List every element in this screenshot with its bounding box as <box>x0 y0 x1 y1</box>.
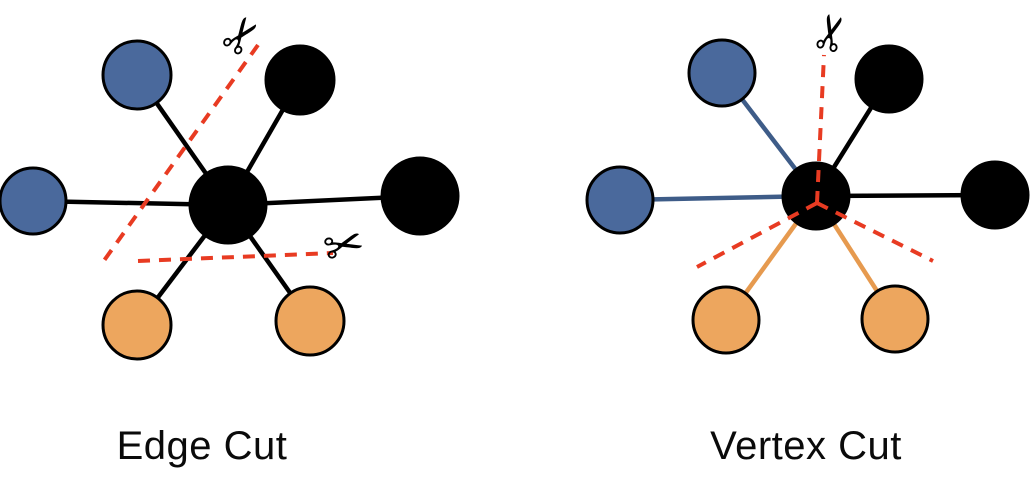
edge-cut-diagram: ✂✂ <box>0 3 460 361</box>
vertex-cut-cut-line-2 <box>816 201 934 263</box>
scissors-icon: ✂ <box>800 6 865 59</box>
vertex-cut-cut-line-0 <box>815 54 826 204</box>
edge-cut-node-center <box>188 165 268 245</box>
vertex-cut-node-orange-bottom-right <box>860 284 930 354</box>
vertex-cut-node-black-right <box>960 160 1030 230</box>
scissors-icon: ✂ <box>317 214 370 279</box>
edge-cut-cut-line-0 <box>101 43 260 264</box>
edge-cut-node-blue-top-left <box>101 39 173 111</box>
edge-cut-node-orange-bottom-right <box>274 285 346 357</box>
scissors-icon: ✂ <box>208 3 277 68</box>
edge-cut-node-blue-left <box>0 166 68 236</box>
vertex-cut-cut-line-1 <box>696 201 818 269</box>
vertex-cut-node-blue-top-left <box>687 38 757 108</box>
vertex-cut-node-blue-left <box>585 165 655 235</box>
edge-cut-label: Edge Cut <box>116 424 288 468</box>
edge-cut-node-black-top-right <box>264 44 336 116</box>
edge-cut-node-orange-bottom-left <box>101 289 173 361</box>
edge-cut-node-black-right <box>380 156 460 236</box>
vertex-cut-node-black-top-right <box>854 44 924 114</box>
vertex-cut-diagram: ✂ <box>585 6 1030 355</box>
vertex-cut-label: Vertex Cut <box>710 424 902 468</box>
edge-cut-cut-line-1 <box>137 251 334 263</box>
vertex-cut-node-orange-bottom-left <box>691 285 761 355</box>
